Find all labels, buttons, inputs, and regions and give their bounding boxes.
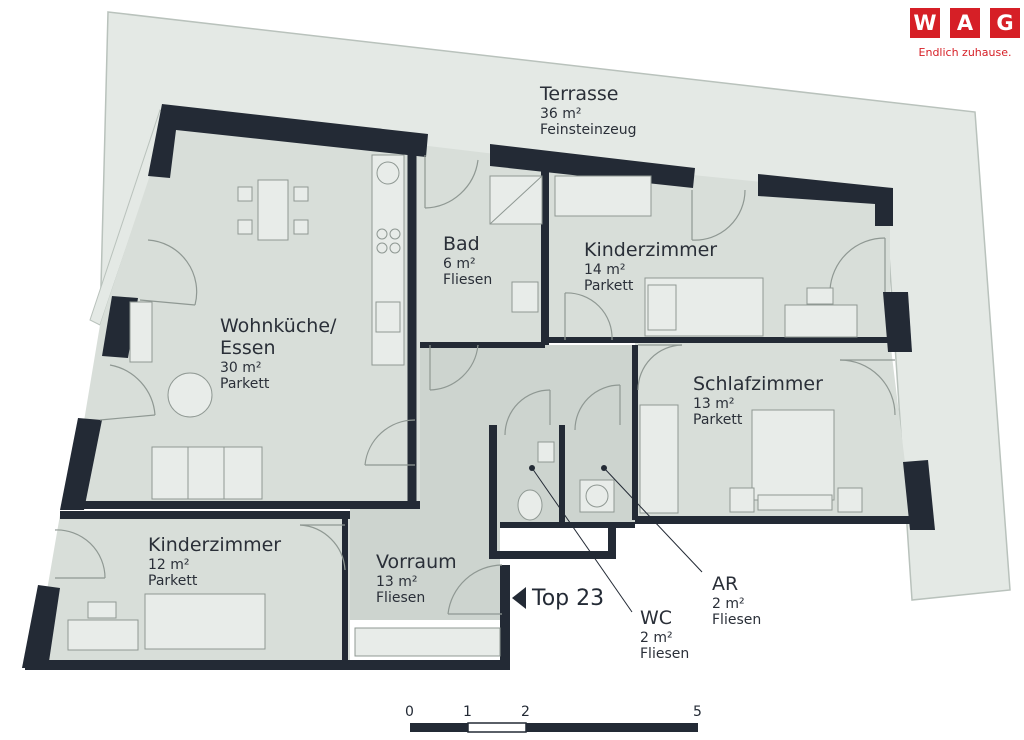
- room-label-schlafzimmer: Schlafzimmer 13 m² Parkett: [693, 373, 823, 428]
- logo-letter-a: A: [950, 8, 980, 38]
- room-area: 2 m²: [712, 595, 745, 612]
- entrance-arrow-icon: [512, 587, 526, 609]
- room-name: Bad: [443, 233, 480, 255]
- room-name: Kinderzimmer: [148, 534, 282, 556]
- room-floor: Parkett: [584, 277, 634, 294]
- room-label-ar: AR 2 m² Fliesen: [712, 573, 762, 628]
- scale-tick-0: 0: [405, 704, 414, 720]
- logo-slogan: Endlich zuhause.: [918, 46, 1012, 59]
- room-name-line2: Essen: [220, 336, 276, 359]
- room-area: 12 m²: [148, 556, 190, 573]
- room-floor: Parkett: [148, 572, 198, 589]
- room-name: WC: [640, 607, 673, 629]
- room-label-wohnkueche: Wohnküche/ Essen 30 m² Parkett: [220, 315, 337, 392]
- scale-tick-5: 5: [693, 704, 702, 720]
- logo-letter-w: W: [910, 8, 940, 38]
- wag-logo: W A G Endlich zuhause.: [910, 8, 1020, 64]
- room-floor: Parkett: [693, 411, 743, 428]
- room-area: 13 m²: [376, 573, 418, 590]
- room-area: 30 m²: [220, 359, 262, 376]
- interior-walls: [25, 150, 930, 670]
- room-name: Kinderzimmer: [584, 239, 718, 261]
- room-label-kinderzimmer-12: Kinderzimmer 12 m² Parkett: [148, 534, 282, 589]
- room-floor: Fliesen: [443, 271, 493, 288]
- room-area: 14 m²: [584, 261, 626, 278]
- room-name: Schlafzimmer: [693, 373, 823, 395]
- logo-letter-g: G: [990, 8, 1020, 38]
- room-area: 2 m²: [640, 629, 673, 646]
- room-floor: Fliesen: [376, 589, 426, 606]
- room-name-line1: Wohnküche/: [220, 315, 337, 337]
- room-name: AR: [712, 573, 739, 595]
- room-area: 36 m²: [540, 105, 582, 122]
- entrance-label: Top 23: [532, 585, 605, 611]
- room-area: 6 m²: [443, 255, 476, 272]
- ar-marker: [601, 465, 607, 471]
- entrance-marker: Top 23: [512, 584, 604, 612]
- furniture: [67, 154, 863, 657]
- room-label-kinderzimmer-14: Kinderzimmer 14 m² Parkett: [584, 239, 718, 294]
- wohnkueche-floor: [70, 115, 420, 505]
- room-label-bad: Bad 6 m² Fliesen: [443, 233, 493, 288]
- scale-bar: [410, 722, 698, 733]
- room-label-wc: WC 2 m² Fliesen: [640, 607, 690, 662]
- room-area: 13 m²: [693, 395, 735, 412]
- room-floor: Fliesen: [640, 645, 690, 662]
- exterior-walls: [22, 104, 935, 668]
- door-swings: [54, 155, 896, 615]
- room-name: Terrasse: [540, 83, 619, 105]
- room-label-vorraum: Vorraum 13 m² Fliesen: [376, 551, 457, 606]
- room-name: Vorraum: [376, 551, 457, 573]
- leader-lines: [531, 467, 703, 613]
- room-label-terrasse: Terrasse 36 m² Feinsteinzeug: [540, 83, 637, 138]
- scale-tick-1: 1: [463, 704, 472, 720]
- scale-tick-2: 2: [521, 704, 530, 720]
- room-floor: Parkett: [220, 375, 270, 392]
- wc-marker: [529, 465, 535, 471]
- room-floor: Feinsteinzeug: [540, 121, 637, 138]
- room-floor: Fliesen: [712, 611, 762, 628]
